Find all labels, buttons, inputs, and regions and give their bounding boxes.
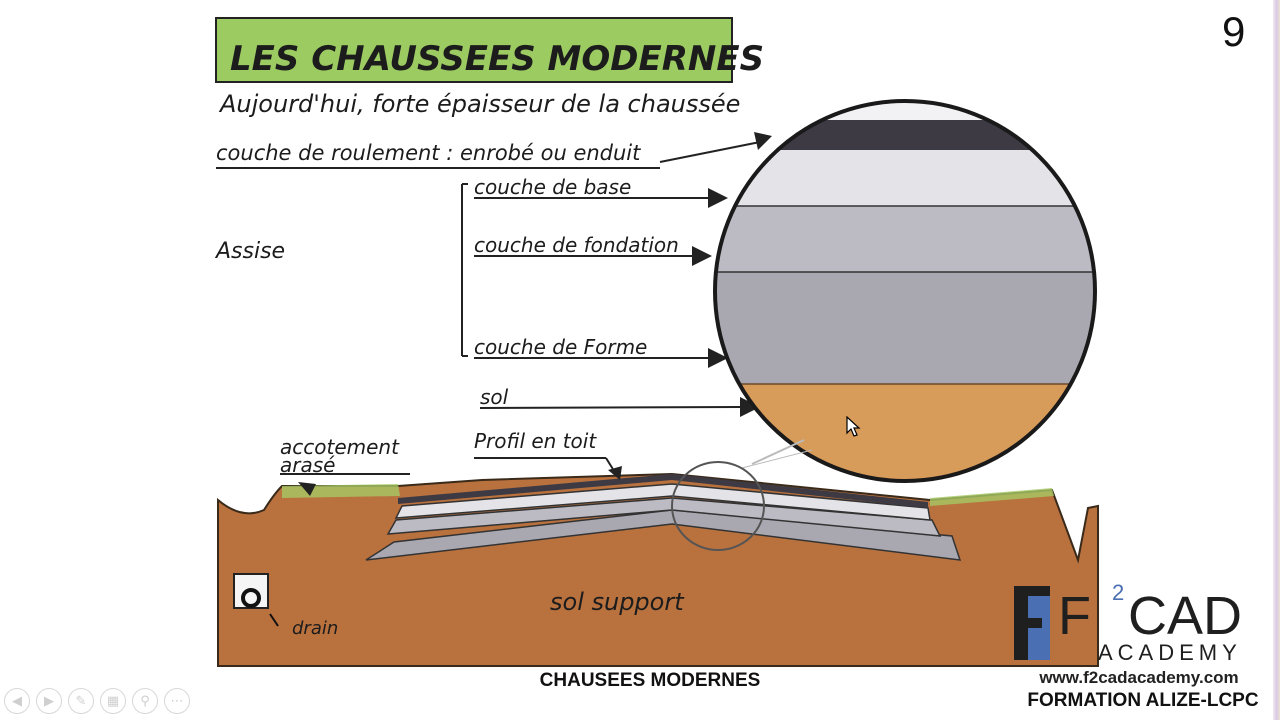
website-url: www.f2cadacademy.com [1039, 668, 1239, 687]
label-subgrade: sol support [550, 588, 685, 616]
logo-f: F [1058, 586, 1091, 646]
f2cad-logo: F 2 CAD ACADEMY [1014, 580, 1242, 665]
slides-icon[interactable]: ▦ [100, 688, 126, 714]
logo-cad: CAD [1128, 586, 1242, 646]
label-wearing-course: couche de roulement : enrobé ou enduit [216, 141, 641, 165]
diagram-title: LES CHAUSSEES MODERNES [230, 39, 764, 79]
label-form-course: couche de Forme [474, 335, 647, 359]
prev-icon[interactable]: ◀ [4, 688, 30, 714]
slide-number: 9 [1222, 8, 1246, 55]
mouse-cursor-icon [846, 416, 861, 437]
label-drain: drain [292, 618, 338, 639]
title-band [215, 17, 733, 83]
label-base-course: couche de base [474, 175, 631, 199]
logo-academy: ACADEMY [1098, 640, 1242, 665]
label-shoulder-line1: accotement [280, 435, 400, 459]
training-title: FORMATION ALIZE-LCPC [1027, 690, 1259, 711]
magnifier-circle [713, 99, 1097, 483]
next-icon[interactable]: ▶ [36, 688, 62, 714]
layer-wearing [398, 474, 928, 508]
layer-form [365, 509, 962, 561]
slideshow-controls: ◀ ▶ ✎ ▦ ⚲ ⋯ [4, 688, 190, 716]
label-crown-profile: Profil en toit [474, 429, 597, 453]
label-foundation-course: couche de fondation [474, 233, 679, 257]
pen-icon[interactable]: ✎ [68, 688, 94, 714]
more-icon[interactable]: ⋯ [164, 688, 190, 714]
road-cross-section-diagram: LES CHAUSSEES MODERNES Aujourd'hui, fort… [214, 17, 1099, 667]
zoom-icon[interactable]: ⚲ [132, 688, 158, 714]
label-assise: Assise [214, 239, 285, 264]
label-soil: sol [480, 385, 509, 409]
slide-caption: CHAUSEES MODERNES [539, 670, 761, 691]
window-edge-strip [1273, 0, 1280, 720]
diagram-subtitle: Aujourd'hui, forte épaisseur de la chaus… [218, 90, 740, 118]
logo-superscript: 2 [1112, 580, 1124, 605]
